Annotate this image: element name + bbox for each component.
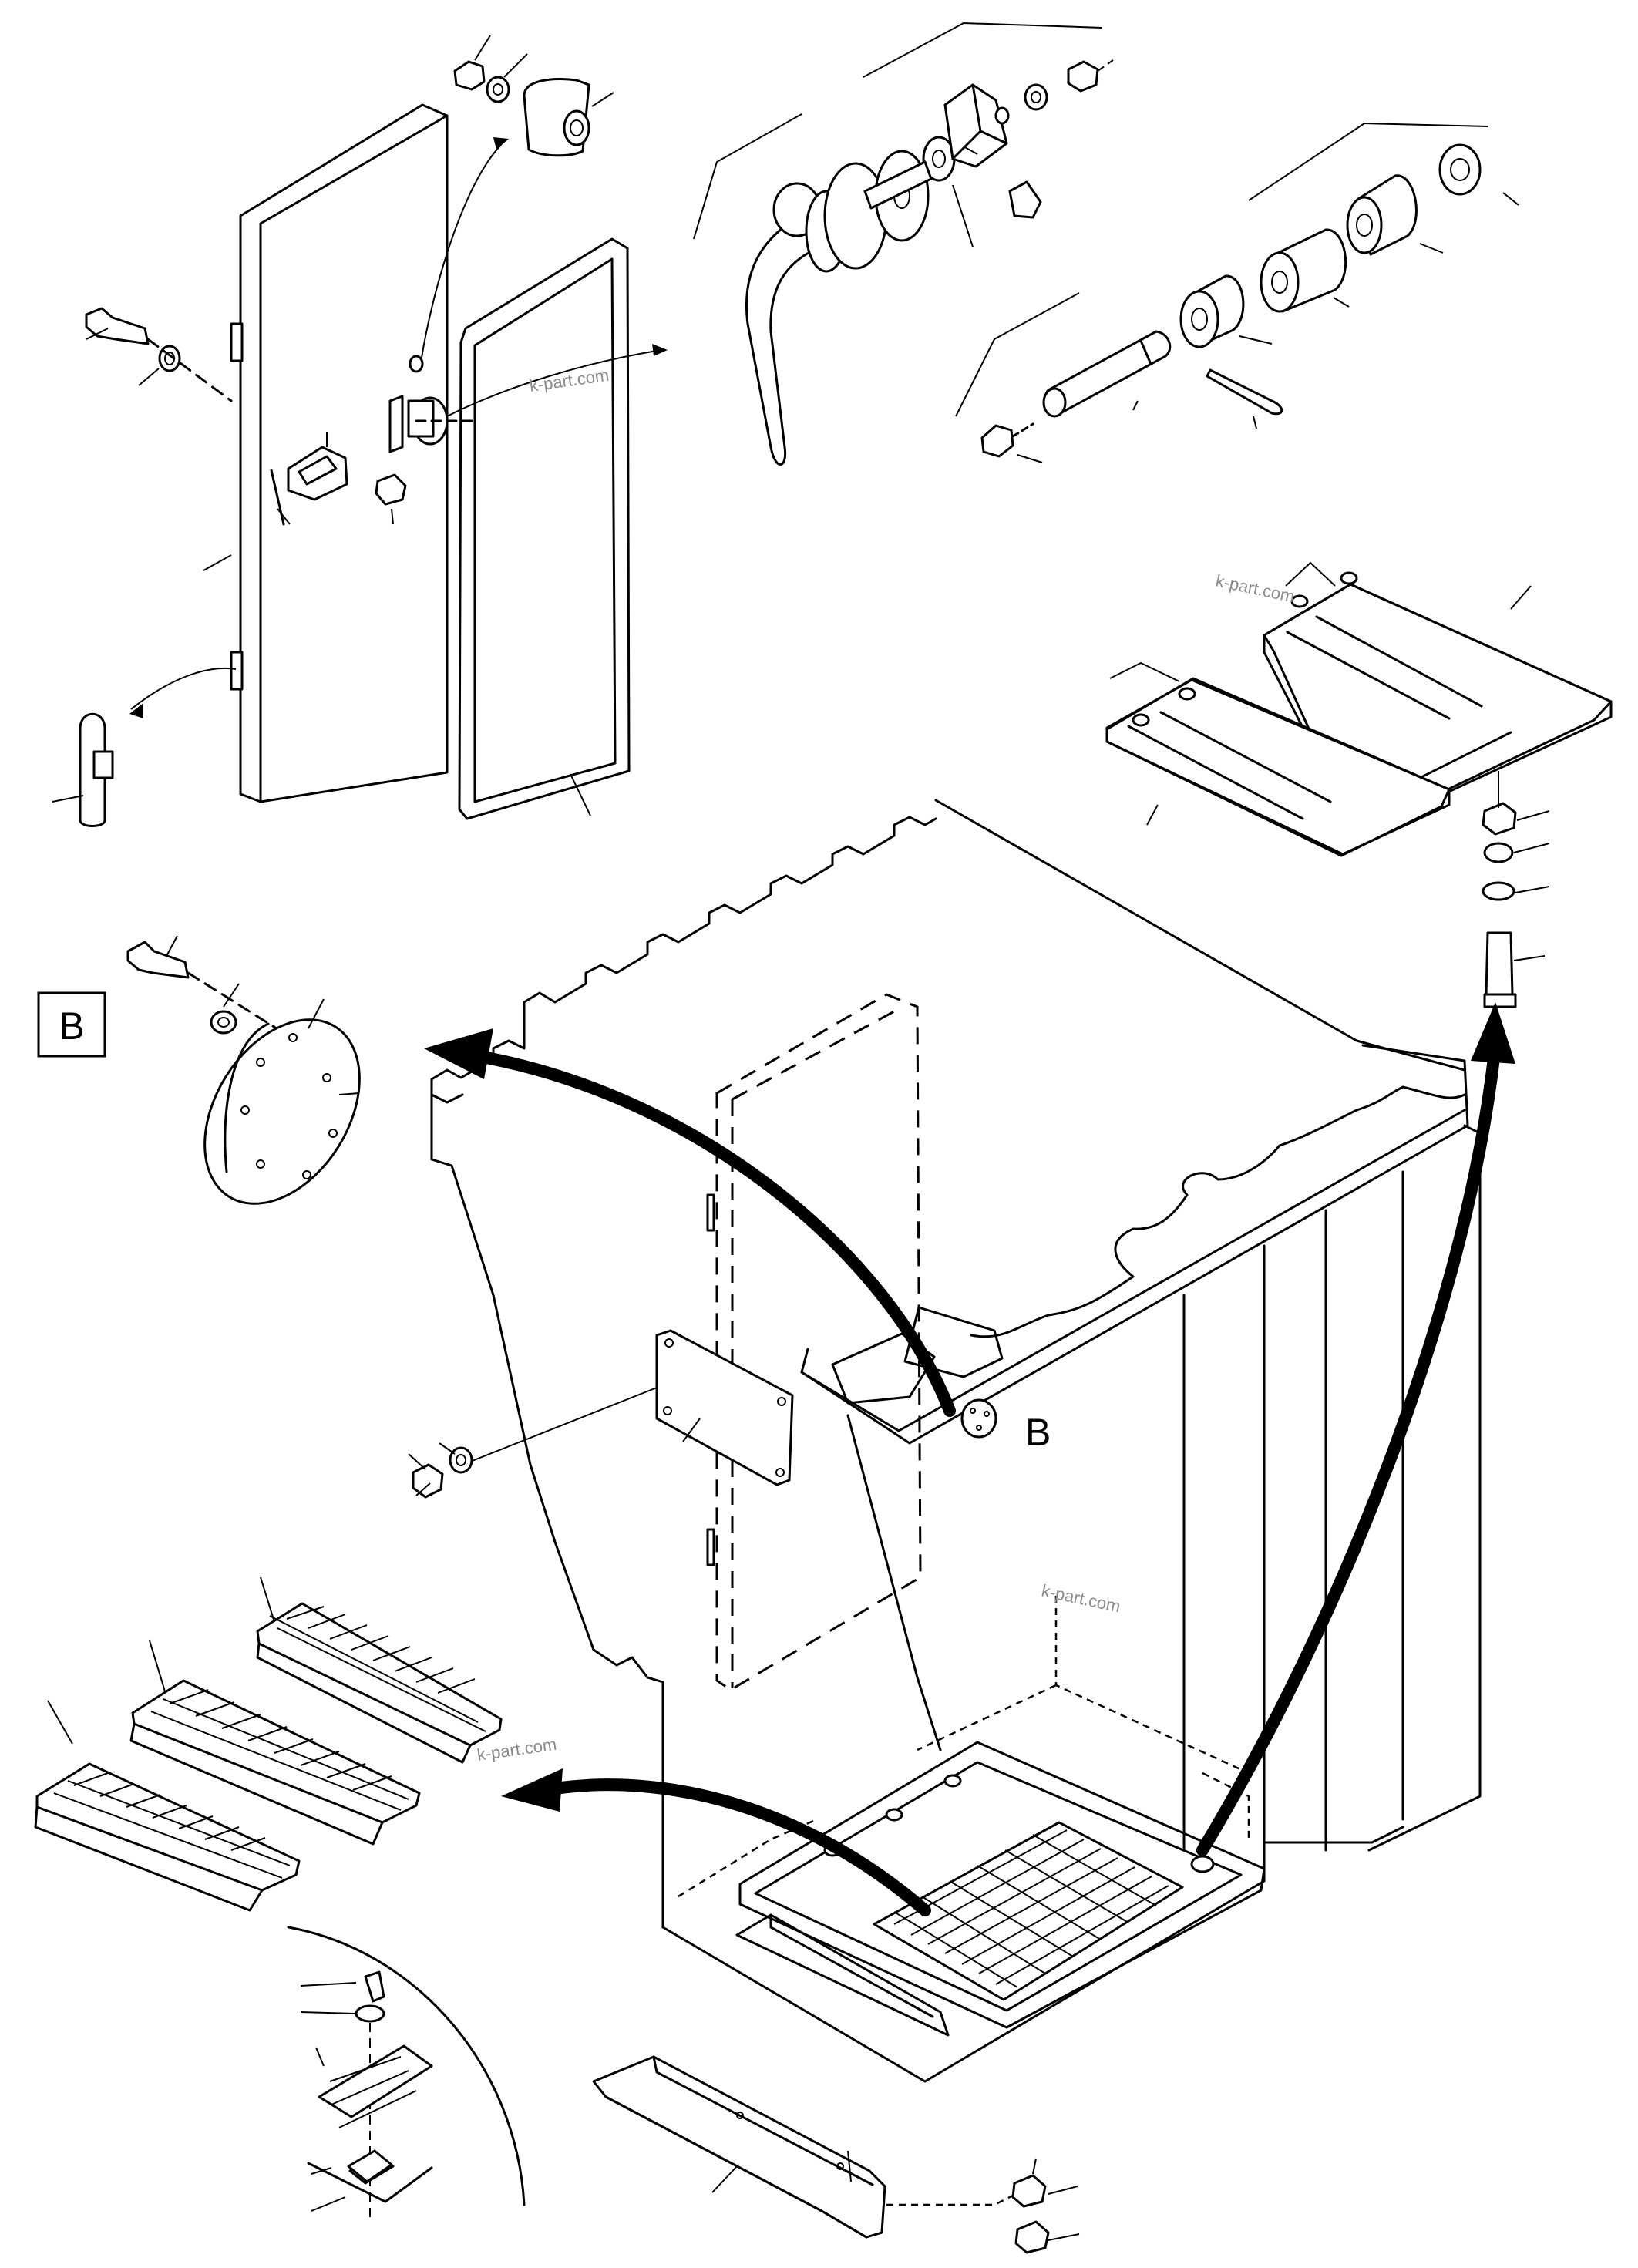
arrow-to-detail-b <box>472 1050 956 1417</box>
watermark: k-part.com <box>1214 570 1297 606</box>
nameplate <box>655 1329 794 1486</box>
watermark: k-part.com <box>476 1735 557 1765</box>
arrow-to-step-trays <box>1196 1052 1500 1856</box>
door-seal <box>458 237 631 820</box>
detail-callout-b: B <box>1025 1411 1051 1454</box>
door-panel <box>239 103 449 803</box>
magnified-detail <box>287 1926 526 2220</box>
detail-label-box <box>37 991 106 1058</box>
detail-b: B <box>37 935 361 1205</box>
step-grating <box>893 1829 1169 1988</box>
arrow-to-gratings <box>549 1778 931 1916</box>
roller-assembly <box>955 122 1519 463</box>
toolbox-body: B <box>408 799 1482 2083</box>
door-assembly <box>52 35 668 827</box>
detail-label: B <box>59 1004 84 1048</box>
watermark: k-part.com <box>1040 1580 1122 1616</box>
flow-arrows <box>424 1002 1515 1916</box>
handle-assembly <box>693 22 1114 466</box>
step-trays <box>1105 561 1613 1008</box>
bottom-bracket <box>592 2055 1080 2254</box>
step-gratings <box>34 1576 503 1912</box>
